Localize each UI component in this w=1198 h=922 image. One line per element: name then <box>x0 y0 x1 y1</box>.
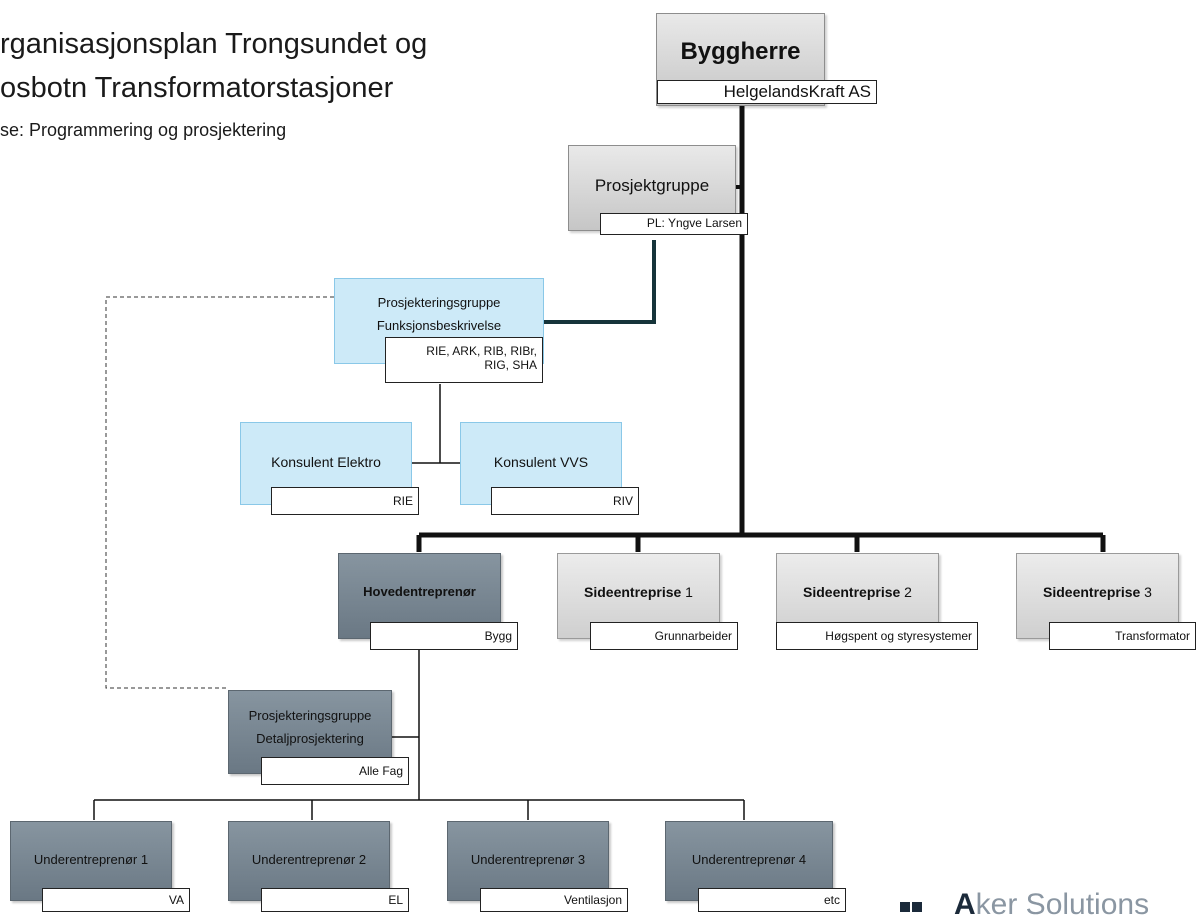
underentreprenor-4-label: Underentreprenør 4 <box>691 852 807 867</box>
sideentreprise-1-label-num: 1 <box>685 584 693 600</box>
konsulent-vvs-sub: RIV <box>491 487 639 515</box>
dashed-link <box>105 296 334 689</box>
byggherre-label: Byggherre <box>680 38 801 65</box>
detalj-label-line2: Detaljprosjektering <box>256 731 364 746</box>
logo-text-bold: A <box>954 888 976 921</box>
sideentreprise-3-label: Sideentreprise 3 <box>1017 584 1178 600</box>
hovedentreprenor-label: Hovedentreprenør <box>363 584 476 599</box>
funksjon-sub-line2: RIG, SHA <box>484 358 537 372</box>
funksjon-connector <box>544 240 656 324</box>
prosjektgruppe-label: Prosjektgruppe <box>594 176 710 195</box>
byggherre-sub: HelgelandsKraft AS <box>657 80 877 104</box>
underentreprenor-1-label: Underentreprenør 1 <box>33 852 149 867</box>
sideentreprise-2-label: Sideentreprise 2 <box>777 584 938 600</box>
underentreprenor-4-box: Underentreprenør 4 <box>665 821 833 901</box>
sideentreprise-2-label-num: 2 <box>904 584 912 600</box>
detalj-sub: Alle Fag <box>261 757 409 785</box>
sideentreprise-2-sub: Høgspent og styresystemer <box>776 622 978 650</box>
underentreprenor-2-label: Underentreprenør 2 <box>251 852 367 867</box>
konsulent-elektro-label: Konsulent Elektro <box>271 454 381 470</box>
funksjon-sub-line1: RIE, ARK, RIB, RIBr, <box>426 344 537 358</box>
funksjon-sub: RIE, ARK, RIB, RIBr, RIG, SHA <box>385 337 543 383</box>
underentreprenor-3-sub: Ventilasjon <box>480 888 628 912</box>
logo-text-rest: ker Solutions <box>975 888 1150 921</box>
underentreprenor-1-sub: VA <box>42 888 190 912</box>
underentreprenor-3-label: Underentreprenør 3 <box>470 852 586 867</box>
sideentreprise-3-label-bold: Sideentreprise <box>1043 584 1141 600</box>
underentreprenor-3-box: Underentreprenør 3 <box>447 821 609 901</box>
prosjektgruppe-sub: PL: Yngve Larsen <box>600 213 748 235</box>
sideentreprise-3-label-num: 3 <box>1144 584 1152 600</box>
sideentreprise-2-label-bold: Sideentreprise <box>803 584 901 600</box>
logo-mark-icon <box>900 902 922 912</box>
sideentreprise-3-sub: Transformator <box>1049 622 1196 650</box>
title-line-2: osbotn Transformatorstasjoner <box>0 72 394 104</box>
logo-text: Aker Solutions <box>954 888 1149 922</box>
funksjon-label-line1: Prosjekteringsgruppe <box>377 295 501 310</box>
sideentreprise-1-sub: Grunnarbeider <box>590 622 738 650</box>
detalj-label-line1: Prosjekteringsgruppe <box>248 708 372 723</box>
konsulent-elektro-sub: RIE <box>271 487 419 515</box>
title-line-1: rganisasjonsplan Trongsundet og <box>0 28 428 60</box>
underentreprenor-1-box: Underentreprenør 1 <box>10 821 172 901</box>
underentreprenor-4-sub: etc <box>698 888 846 912</box>
underentreprenor-2-box: Underentreprenør 2 <box>228 821 390 901</box>
sideentreprise-1-label-bold: Sideentreprise <box>584 584 682 600</box>
konsulent-vvs-label: Konsulent VVS <box>493 454 589 470</box>
hovedentreprenor-sub: Bygg <box>370 622 518 650</box>
sideentreprise-1-label: Sideentreprise 1 <box>558 584 719 600</box>
underentreprenor-2-sub: EL <box>261 888 409 912</box>
funksjon-label-line2: Funksjonsbeskrivelse <box>376 318 502 333</box>
title-line-3: se: Programmering og prosjektering <box>0 120 287 140</box>
